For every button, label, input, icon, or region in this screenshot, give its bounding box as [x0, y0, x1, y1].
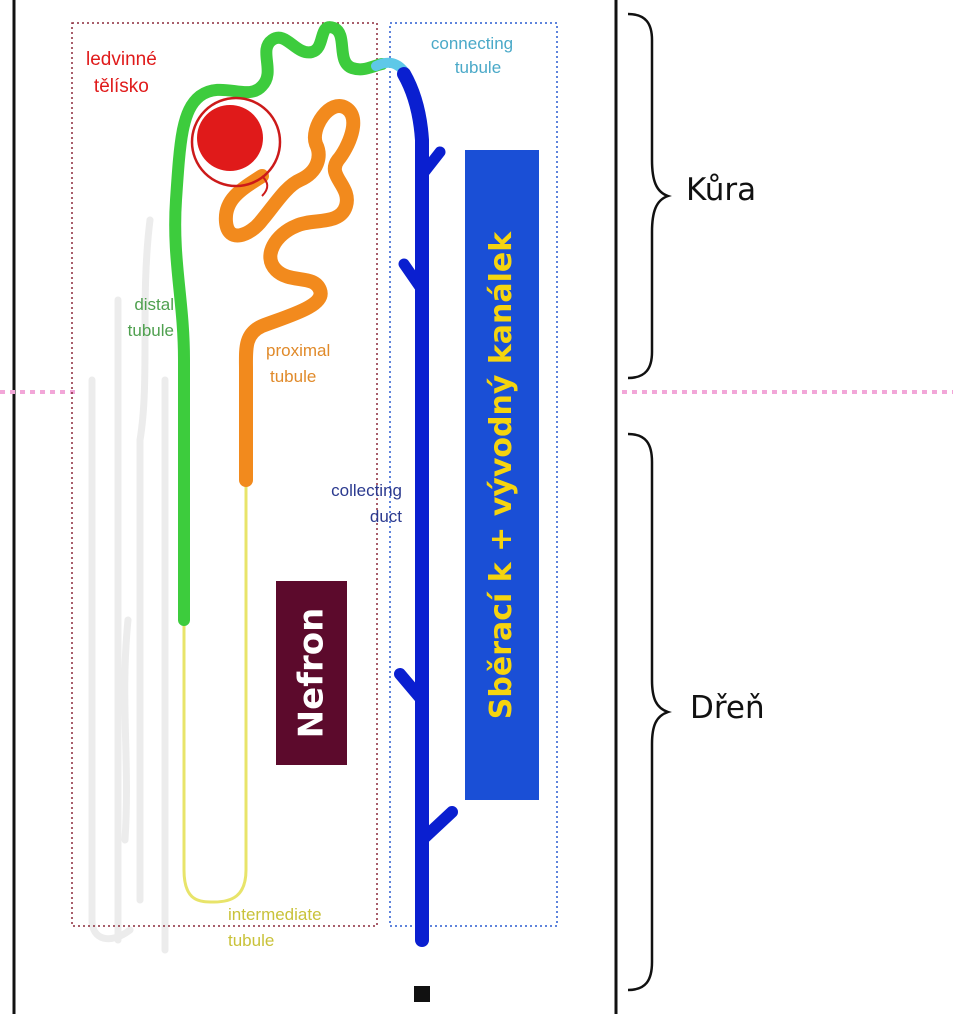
- intermediate-tubule-label-line1: intermediate: [228, 902, 322, 928]
- proximal-tubule-label: proximal tubule: [266, 338, 330, 390]
- intermediate-tubule-path: [184, 480, 246, 902]
- renal-corpuscle-label-line1: ledvinné: [86, 46, 157, 73]
- distal-tubule-label: distal tubule: [104, 292, 174, 344]
- bottom-marker: [414, 986, 430, 1002]
- connecting-tubule-label-line2: tubule: [404, 56, 540, 80]
- connecting-tubule-label: connecting tubule: [404, 32, 540, 80]
- distal-tubule-label-line2: tubule: [104, 318, 174, 344]
- intermediate-tubule-label: intermediate tubule: [228, 902, 322, 954]
- cortex-brace: [628, 14, 668, 378]
- medulla-label: Dřeň: [690, 690, 765, 726]
- nephron-label: Nefron: [292, 608, 332, 739]
- proximal-tubule-label-line1: proximal: [266, 338, 330, 364]
- nephron-label-box: Nefron: [276, 581, 347, 765]
- cortex-label: Kůra: [686, 172, 756, 208]
- collecting-duct-label-line2: duct: [282, 504, 402, 530]
- renal-corpuscle-label-line2: tělísko: [86, 73, 157, 100]
- collecting-duct-label: collecting duct: [282, 478, 402, 530]
- collecting-system-label: Sběrací k + vývodný kanálek: [485, 231, 520, 718]
- collecting-duct-label-line1: collecting: [282, 478, 402, 504]
- medulla-brace: [628, 434, 668, 990]
- collecting-duct-trunk: [404, 74, 422, 940]
- glomerulus: [197, 105, 263, 171]
- proximal-tubule-label-line2: tubule: [266, 364, 330, 390]
- intermediate-tubule-label-line2: tubule: [228, 928, 322, 954]
- renal-corpuscle-label: ledvinné tělísko: [86, 46, 157, 100]
- collecting-system-label-box: Sběrací k + vývodný kanálek: [465, 150, 539, 800]
- distal-tubule-label-line1: distal: [104, 292, 174, 318]
- connecting-tubule-label-line1: connecting: [404, 32, 540, 56]
